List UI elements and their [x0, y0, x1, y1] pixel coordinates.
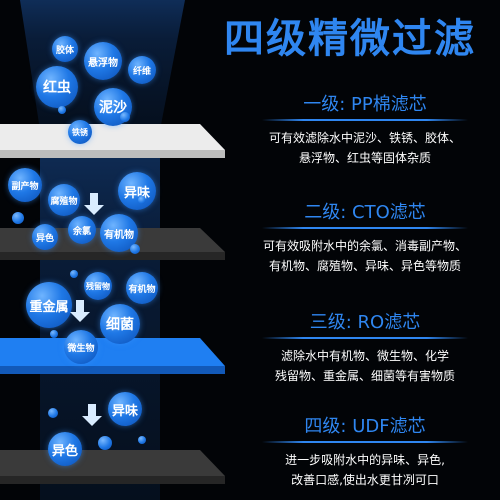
stage-2-heading: 二级: CTO滤芯 — [304, 202, 426, 223]
bubble-organic-matter: 有机物 — [100, 214, 138, 252]
bubble-colloid: 胶体 — [52, 36, 78, 62]
filter-plate-3 — [0, 338, 225, 374]
bubble-heavy-metal: 重金属 — [26, 282, 72, 328]
bubble-off-color: 异色 — [48, 432, 82, 466]
bubble-off-color: 异色 — [32, 224, 58, 250]
stage-3-desc-line-1: 滤除水中有机物、微生物、化学 — [280, 349, 449, 363]
bubble-bacteria: 细菌 — [100, 304, 140, 344]
bubble-odor: 异味 — [108, 392, 142, 426]
particle-dot — [98, 436, 112, 450]
bubble-residual-chlorine: 余氯 — [68, 216, 96, 244]
particle-dot — [58, 106, 66, 114]
stage-2-divider — [262, 227, 468, 229]
stage-4-desc-line-1: 进一步吸附水中的异味、异色, — [285, 453, 445, 467]
filter-plate-1 — [0, 124, 225, 158]
stage-3-divider — [262, 337, 468, 339]
bubble-byproduct: 副产物 — [8, 168, 42, 202]
bubble-fiber: 纤维 — [128, 56, 156, 84]
particle-dot — [138, 436, 146, 444]
particle-dot — [70, 270, 78, 278]
stage-1-heading: 一级: PP棉滤芯 — [303, 94, 427, 115]
bubble-organic-matter: 有机物 — [126, 272, 158, 304]
particle-dot — [50, 330, 58, 338]
particle-dot — [130, 244, 140, 254]
bubble-rust: 铁锈 — [68, 120, 92, 144]
stage-3-heading: 三级: RO滤芯 — [309, 312, 421, 333]
filter-plate-4 — [0, 450, 225, 484]
particle-dot — [48, 408, 58, 418]
bubble-red-worm: 红虫 — [36, 66, 78, 108]
stage-1-divider — [262, 119, 468, 121]
bubble-microorganism: 微生物 — [64, 330, 98, 364]
page-title: 四级精微过滤 — [224, 16, 476, 62]
stage-1-desc-line-1: 可有效滤除水中泥沙、铁锈、胶体、 — [268, 131, 461, 145]
stage-2-desc-line-1: 可有效吸附水中的余氯、消毒副产物、 — [262, 239, 467, 253]
bubble-humus: 腐殖物 — [48, 184, 80, 216]
stage-3-desc-line-2: 残留物、重金属、细菌等有害物质 — [274, 369, 455, 383]
stage-4-heading: 四级: UDF滤芯 — [304, 416, 426, 437]
bubble-suspended-matter: 悬浮物 — [84, 42, 122, 80]
bubble-odor: 异味 — [118, 172, 156, 210]
stage-4-desc-line-2: 改善口感,使出水更甘冽可口 — [291, 473, 439, 487]
particle-dot — [120, 112, 130, 122]
bubble-residue: 残留物 — [84, 272, 112, 300]
particle-dot — [12, 212, 24, 224]
stage-2-desc-line-2: 有机物、腐殖物、异味、异色等物质 — [268, 259, 461, 273]
particle-dot — [138, 196, 146, 204]
stage-1-desc-line-2: 悬浮物、红虫等固体杂质 — [298, 151, 431, 165]
stage-4-divider — [262, 441, 468, 443]
